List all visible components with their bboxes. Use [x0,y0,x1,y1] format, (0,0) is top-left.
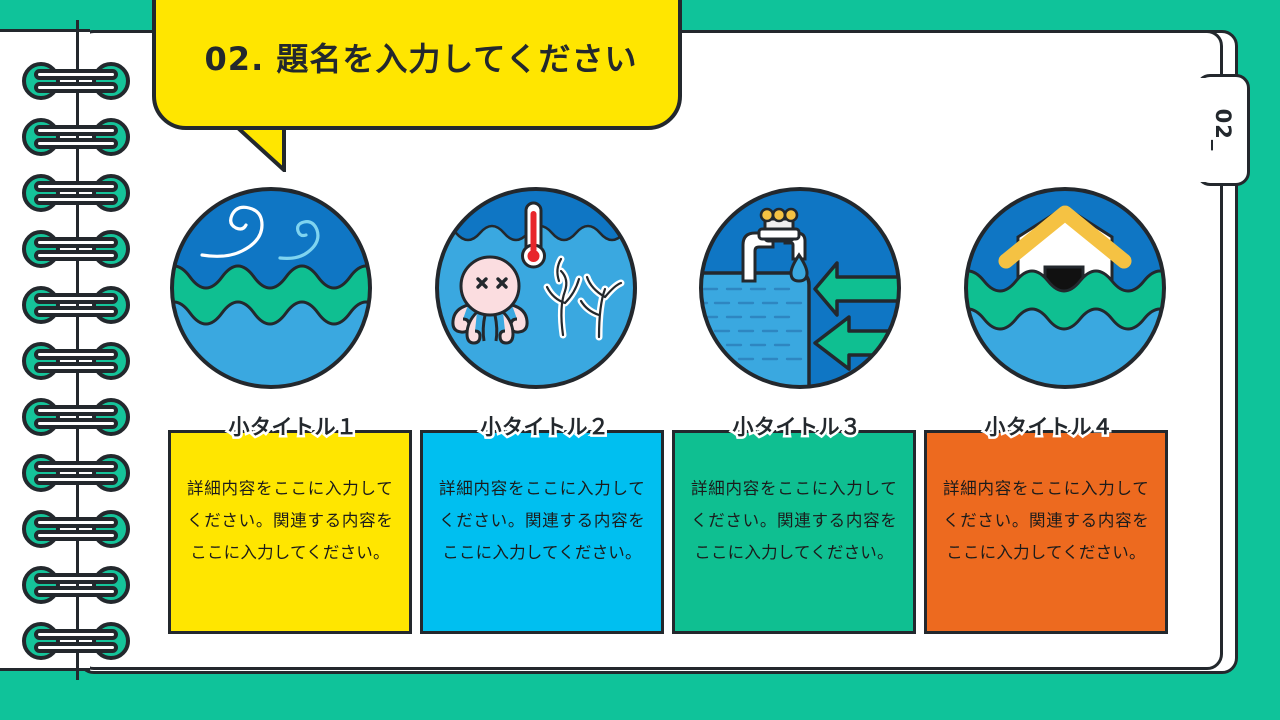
spiral-ring [22,510,130,548]
spiral-ring-lobe-left [22,454,60,492]
page-title: 02. 題名を入力してください [204,40,638,78]
spiral-ring [22,454,130,492]
spiral-ring [22,286,130,324]
card-title: 小タイトル４ [982,413,1116,442]
spiral-ring-lobe-right [92,398,130,436]
faucet-water-supply-icon [699,187,902,389]
spiral-ring-lobe-left [22,230,60,268]
card-body-text: 詳細内容をここに入力してください。関連する内容をここに入力してください。 [943,479,1149,563]
spiral-ring-lobe-left [22,510,60,548]
card-body-text: 詳細内容をここに入力してください。関連する内容をここに入力してください。 [187,479,393,563]
card-title: 小タイトル３ [730,413,864,442]
spiral-ring [22,174,130,212]
spiral-ring-lobe-left [22,286,60,324]
spiral-ring-lobe-left [22,174,60,212]
spiral-ring [22,342,130,380]
info-card[interactable]: 小タイトル２ 詳細内容をここに入力してください。関連する内容をここに入力してくださ… [420,413,664,634]
info-card[interactable]: 小タイトル３ 詳細内容をここに入力してください。関連する内容をここに入力してくださ… [672,413,916,634]
spiral-ring-lobe-left [22,342,60,380]
spiral-ring-lobe-right [92,230,130,268]
card-title: 小タイトル２ [478,413,612,442]
spiral-ring-lobe-left [22,398,60,436]
spiral-ring [22,398,130,436]
spiral-ring-bar [34,362,118,373]
spiral-ring-bar [34,586,118,597]
spiral-ring-lobe-right [92,454,130,492]
page-top-rule [0,29,90,32]
spiral-ring-bar [34,138,118,149]
spiral-ring-lobe-left [22,118,60,156]
card-body-text: 詳細内容をここに入力してください。関連する内容をここに入力してください。 [439,479,645,563]
spiral-ring-lobe-right [92,510,130,548]
card-title: 小タイトル１ [226,413,360,442]
info-card[interactable]: 小タイトル１ 詳細内容をここに入力してください。関連する内容をここに入力してくださ… [168,413,412,634]
spiral-ring-bar [34,349,118,360]
spiral-ring-bar [34,530,118,541]
spiral-ring-bar [34,125,118,136]
spiral-ring-lobe-right [92,286,130,324]
index-tab-mask [1196,78,1210,182]
spiral-ring-bar [34,573,118,584]
spiral-ring-bar [34,69,118,80]
spiral-ring [22,566,130,604]
index-tab-label: 02_ [1211,108,1235,152]
card-row: 小タイトル１ 詳細内容をここに入力してください。関連する内容をここに入力してくださ… [168,413,1168,638]
card-body-text: 詳細内容をここに入力してください。関連する内容をここに入力してください。 [691,479,897,563]
spiral-ring-lobe-left [22,62,60,100]
spiral-ring-bar [34,461,118,472]
page-bottom-rule [0,668,90,671]
coral-bleaching-thermometer-icon [434,187,637,389]
spiral-ring-bar [34,629,118,640]
title-speech-bubble: 02. 題名を入力してください [152,0,682,130]
spiral-ring-lobe-right [92,62,130,100]
spiral-ring-lobe-left [22,622,60,660]
spiral-ring [22,230,130,268]
spiral-ring [22,62,130,100]
flooded-house-icon [963,187,1166,389]
spiral-ring-lobe-right [92,118,130,156]
spiral-ring [22,622,130,660]
spiral-ring-bar [34,642,118,653]
spiral-ring-bar [34,517,118,528]
spiral-ring-bar [34,181,118,192]
spiral-ring-bar [34,474,118,485]
spiral-ring-lobe-right [92,566,130,604]
spiral-ring-lobe-right [92,622,130,660]
spiral-ring-bar [34,418,118,429]
spiral-ring-lobe-right [92,342,130,380]
spiral-ring-bar [34,194,118,205]
spiral-ring-bar [34,82,118,93]
icon-row [168,185,1168,400]
spiral-ring-bar [34,293,118,304]
spiral-ring-bar [34,405,118,416]
ocean-wind-waves-icon [170,187,372,389]
spiral-ring-bar [34,250,118,261]
spiral-ring-lobe-left [22,566,60,604]
speech-bubble-tail [232,126,288,172]
spiral-ring [22,118,130,156]
spiral-ring-lobe-right [92,174,130,212]
spiral-ring-bar [34,306,118,317]
info-card[interactable]: 小タイトル４ 詳細内容をここに入力してください。関連する内容をここに入力してくださ… [924,413,1168,634]
spiral-ring-bar [34,237,118,248]
